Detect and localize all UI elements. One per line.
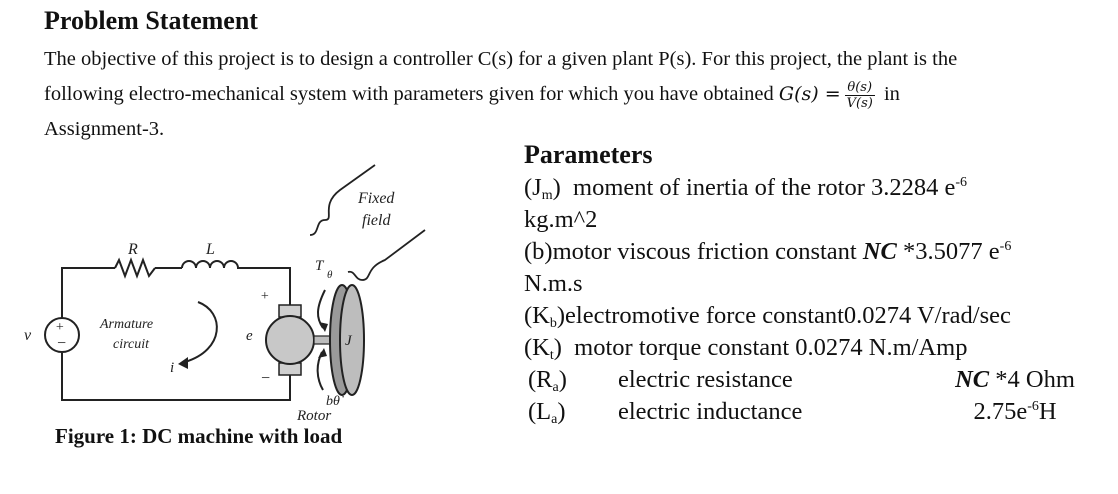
la-value-post: H	[1038, 398, 1057, 425]
param-ra-symbol: (Ra)	[528, 366, 567, 395]
fraction-denominator: V(s)	[846, 95, 873, 111]
torque-sub-label: θ	[327, 269, 333, 281]
svg-text:−: −	[56, 335, 67, 352]
torque-label: T	[315, 258, 325, 274]
b-value: *3.5077 e	[896, 238, 1000, 265]
dc-machine-diagram: + − R L v + − Armature circuit i e Fixed…	[24, 164, 426, 424]
motor-icon	[265, 315, 315, 365]
jm-subscript: m	[541, 188, 553, 203]
fixed-field-icon	[309, 164, 376, 236]
param-b-unit: N.m.s	[524, 270, 583, 297]
intro-line-2: following electro-mechanical system with…	[44, 77, 1084, 112]
param-la-value: 2.75e-6H	[930, 396, 1100, 428]
intro-line-3: Assignment-3.	[44, 118, 165, 140]
la-exponent: -6	[1027, 399, 1039, 414]
svg-text:+: +	[55, 320, 64, 335]
rotor-label: Rotor	[296, 408, 331, 424]
armature-label-2: circuit	[113, 337, 150, 352]
figure-caption: Figure 1: DC machine with load	[55, 424, 343, 448]
fraction-numerator: θ(s)	[844, 80, 875, 96]
la-subscript: a	[551, 412, 558, 427]
page-title: Problem Statement	[44, 6, 258, 35]
transfer-function-fraction: θ(s)V(s)	[844, 80, 875, 111]
param-kb: (Kb)electromotive force constant0.0274 V…	[524, 302, 1011, 331]
param-la-symbol: (La)	[528, 398, 566, 427]
param-ra-value: NC *4 Ohm	[930, 364, 1100, 396]
kb-subscript: b	[549, 316, 557, 331]
current-arrow-icon	[184, 301, 218, 363]
parameters-section: Parameters (Jm) moment of inertia of the…	[524, 138, 1114, 428]
voltage-label: v	[24, 327, 32, 344]
ra-nc: NC	[955, 366, 990, 393]
intro-line-2-text: following electro-mechanical system with…	[44, 83, 774, 105]
motor-plus-label: +	[260, 289, 269, 304]
parameters-heading: Parameters	[524, 140, 653, 169]
voltage-source-icon	[44, 317, 80, 353]
param-kt: (Kt) motor torque constant 0.0274 N.m/Am…	[524, 334, 968, 363]
intro-paragraph: The objective of this project is to desi…	[44, 42, 1084, 147]
resistor-label: R	[127, 241, 138, 258]
kb-text: electromotive force constant0.0274 V/rad…	[565, 302, 1011, 329]
inductor-label: L	[205, 241, 215, 258]
la-value-pre: 2.75e	[973, 398, 1028, 425]
kt-text: motor torque constant 0.0274 N.m/Amp	[574, 334, 968, 361]
b-exponent: -6	[999, 239, 1012, 254]
resistor-icon	[114, 257, 156, 279]
param-jm: (Jm) moment of inertia of the rotor 3.22…	[524, 174, 968, 203]
intro-line-1: The objective of this project is to desi…	[44, 48, 958, 70]
rotor-disk-icon	[339, 284, 365, 396]
inductor-icon	[181, 260, 240, 269]
jm-exponent: -6	[955, 175, 968, 190]
armature-label-1: Armature	[99, 317, 153, 332]
current-label: i	[170, 360, 174, 376]
emf-label: e	[246, 328, 253, 344]
ra-value: *4 Ohm	[989, 366, 1075, 393]
jm-text: moment of inertia of the rotor 3.2284 e	[573, 174, 956, 201]
param-ra-name: electric resistance	[618, 366, 793, 393]
param-jm-unit: kg.m^2	[524, 206, 598, 233]
fixed-field-label-2: field	[362, 212, 391, 229]
b-nc: NC	[862, 238, 897, 265]
motor-minus-label: −	[260, 370, 271, 387]
param-la-name: electric inductance	[618, 398, 803, 425]
b-text: (b)motor viscous friction constant	[524, 238, 863, 265]
intro-line-2-end: in	[883, 83, 900, 105]
param-b: (b)motor viscous friction constant NC *3…	[524, 236, 1114, 268]
param-grid: (Ra) electric resistance NC *4 Ohm (La) …	[528, 364, 1114, 428]
inertia-label: J	[345, 333, 353, 349]
friction-label: bθ̇	[326, 394, 344, 409]
circuit-wires	[61, 267, 291, 401]
transfer-function-label: G(s) =	[778, 83, 841, 105]
kt-subscript: t	[549, 348, 554, 363]
fixed-field-label-1: Fixed	[357, 190, 395, 207]
ra-subscript: a	[552, 380, 559, 395]
